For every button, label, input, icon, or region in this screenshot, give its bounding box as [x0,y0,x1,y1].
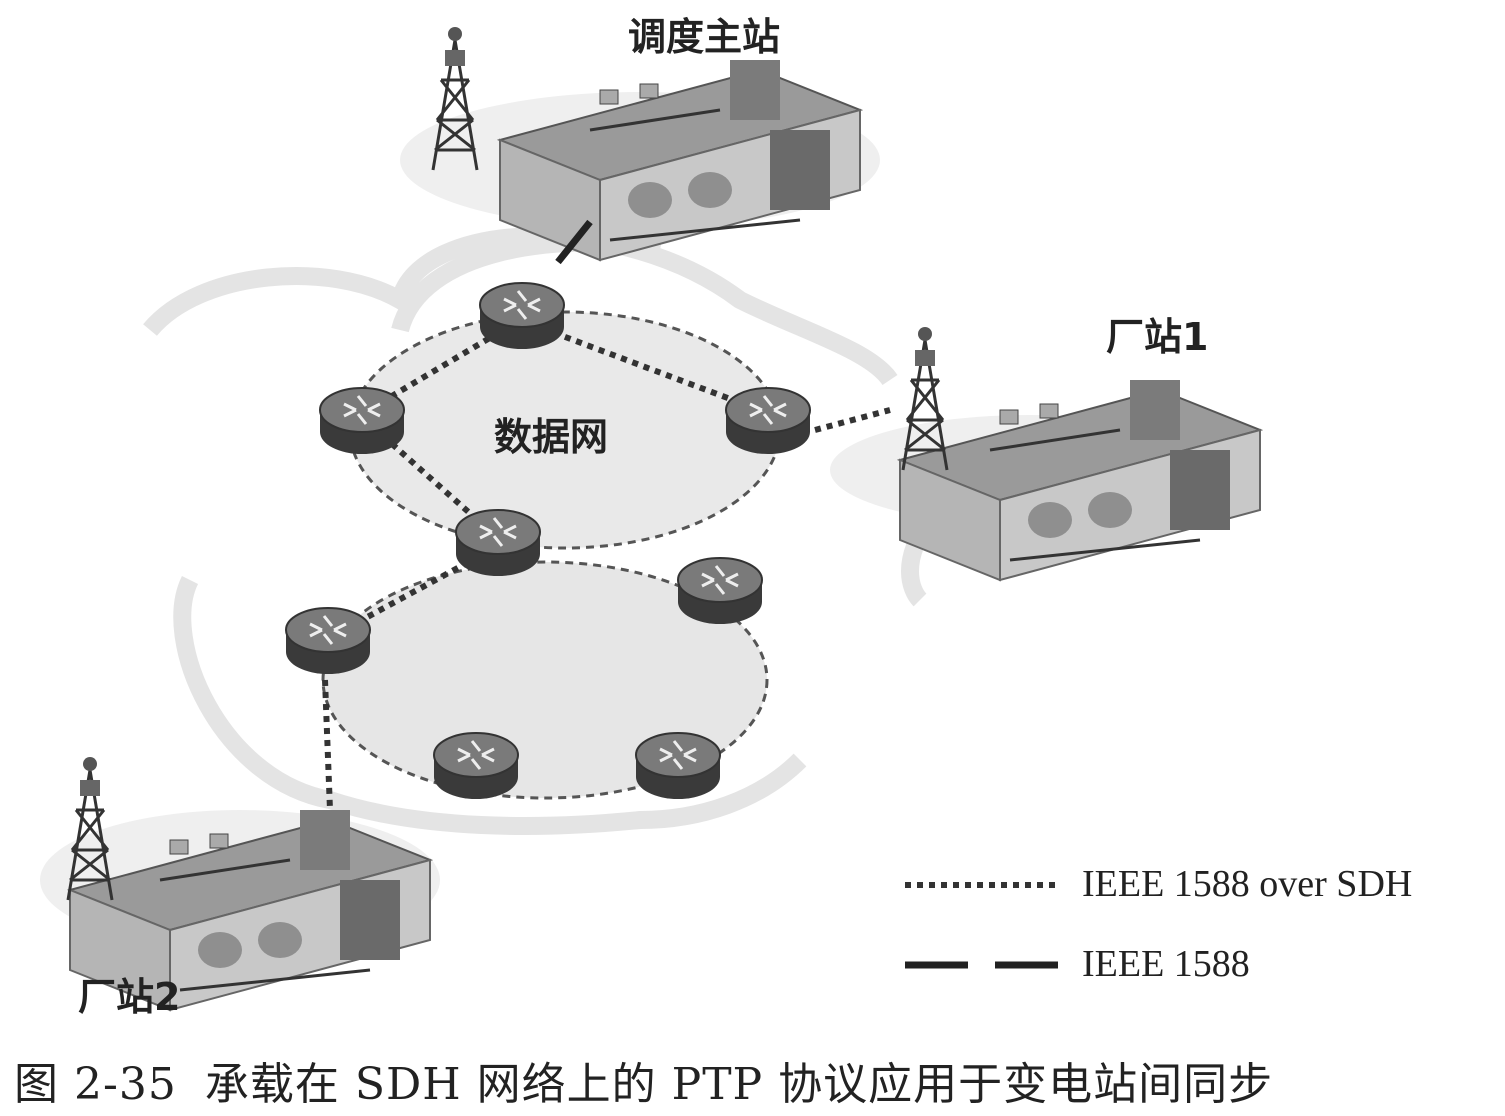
legend-dotted-label: IEEE 1588 over SDH [1082,862,1412,906]
station-base-plant1 [830,327,1260,580]
plant1-label: 厂站1 [1106,306,1208,361]
figure-number: 图 2-35 [14,1059,177,1110]
router-icon [286,608,370,674]
router-icon [320,388,404,454]
router-icon [678,558,762,624]
router-icon [434,733,518,799]
legend-solid-label: IEEE 1588 [1082,942,1250,986]
figure-caption-text: 承载在 SDH 网络上的 PTP 协议应用于变电站间同步 [205,1059,1273,1110]
station-base-master [400,27,880,260]
router-icon [726,388,810,454]
router-icon [456,510,540,576]
router-icon [480,283,564,349]
router-icon [636,733,720,799]
network-label: 数据网 [494,406,608,461]
figure-caption: 图 2-35 承载在 SDH 网络上的 PTP 协议应用于变电站间同步 [14,1048,1301,1112]
master-station-label: 调度主站 [628,6,780,61]
plant2-label: 厂站2 [78,966,180,1021]
